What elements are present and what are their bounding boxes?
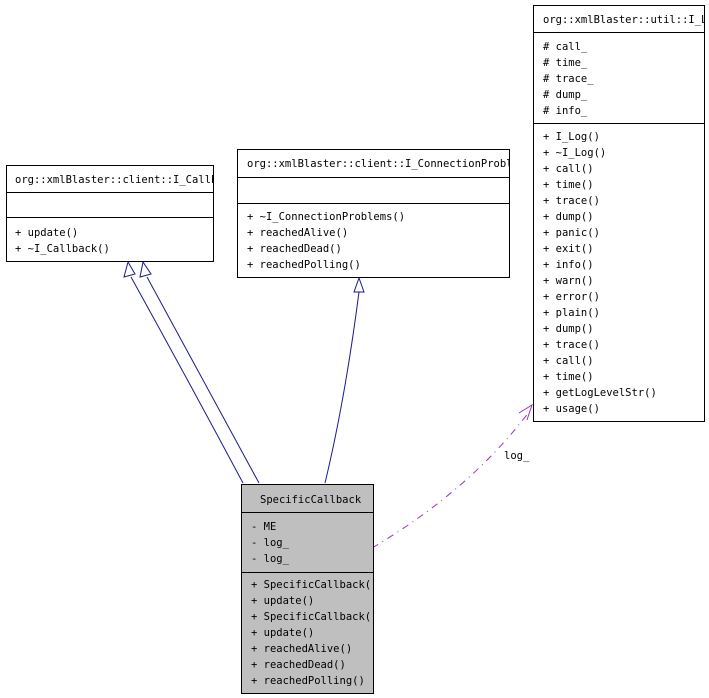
method: + trace() xyxy=(543,339,600,351)
method: + reachedPolling() xyxy=(247,259,361,271)
class-i-connection-problems[interactable]: org::xmlBlaster::client::I_ConnectionPro… xyxy=(237,149,531,278)
method: + ~I_ConnectionProblems() xyxy=(247,211,405,223)
method: + panic() xyxy=(543,227,600,239)
class-name: org::xmlBlaster::client::I_Callback xyxy=(15,174,237,186)
method: + error() xyxy=(543,291,600,303)
attribute: # info_ xyxy=(543,105,588,117)
method: + info() xyxy=(543,259,594,271)
method: + dump() xyxy=(543,323,594,335)
class-name: org::xmlBlaster::util::I_Log xyxy=(543,14,709,26)
method: + exit() xyxy=(543,243,594,255)
method: + reachedDead() xyxy=(247,243,342,255)
attribute: - log_ xyxy=(251,537,290,549)
method: + reachedPolling() xyxy=(251,675,365,687)
method: + reachedDead() xyxy=(251,659,346,671)
attribute: - ME xyxy=(251,521,276,533)
attribute: # dump_ xyxy=(543,89,588,101)
usage-edges: log_ xyxy=(371,403,533,549)
method: + update() xyxy=(15,227,78,239)
method: + SpecificCallback() xyxy=(251,611,377,623)
inheritance-arrowhead-connection-problems xyxy=(353,276,365,293)
class-box xyxy=(6,165,214,262)
method: + call() xyxy=(543,355,594,367)
class-name: org::xmlBlaster::client::I_ConnectionPro… xyxy=(247,158,531,170)
class-i-callback[interactable]: org::xmlBlaster::client::I_Callback + up… xyxy=(6,165,237,262)
inheritance-edges xyxy=(123,260,365,484)
method: + reachedAlive() xyxy=(251,643,352,655)
class-i-connection-problems-clip: org::xmlBlaster::client::I_ConnectionPro… xyxy=(237,149,531,278)
method: + dump() xyxy=(543,211,594,223)
class-box-border xyxy=(237,149,510,278)
method: + time() xyxy=(543,371,594,383)
inheritance-edge-callback-2 xyxy=(146,276,260,484)
class-i-callback-clip: org::xmlBlaster::client::I_Callback + up… xyxy=(6,165,237,262)
method: + SpecificCallback() xyxy=(251,579,377,591)
method: + plain() xyxy=(543,307,600,319)
method: + usage() xyxy=(543,403,600,415)
attribute: # call_ xyxy=(543,41,588,53)
class-i-log-clip: org::xmlBlaster::util::I_Log # call_ # t… xyxy=(533,5,709,422)
inheritance-arrowhead-callback-2 xyxy=(139,260,152,278)
class-name: SpecificCallback xyxy=(260,494,362,506)
class-box xyxy=(241,484,374,694)
class-specific-callback-clip: SpecificCallback - ME - log_ - log_ + Sp… xyxy=(241,484,377,694)
method: + ~I_Callback() xyxy=(15,243,110,255)
method: + getLogLevelStr() xyxy=(543,387,657,399)
inheritance-edge-connection-problems xyxy=(324,291,360,484)
usage-edge-label: log_ xyxy=(504,450,530,462)
method: + I_Log() xyxy=(543,131,600,143)
class-i-log[interactable]: org::xmlBlaster::util::I_Log # call_ # t… xyxy=(533,5,709,422)
method: + update() xyxy=(251,595,314,607)
method: + ~I_Log() xyxy=(543,147,606,159)
inheritance-edge-callback-1 xyxy=(130,276,244,484)
attribute: # trace_ xyxy=(543,73,594,85)
inheritance-arrowhead-callback-1 xyxy=(123,260,136,278)
usage-arrowhead-log xyxy=(518,403,533,421)
method: + reachedAlive() xyxy=(247,227,348,239)
class-box-border xyxy=(6,165,214,262)
method: + update() xyxy=(251,627,314,639)
usage-edge-log xyxy=(371,411,530,549)
method: + warn() xyxy=(543,275,594,287)
class-specific-callback[interactable]: SpecificCallback - ME - log_ - log_ + Sp… xyxy=(241,484,377,694)
method: + trace() xyxy=(543,195,600,207)
class-box-border xyxy=(241,484,374,694)
class-box-border xyxy=(533,5,705,422)
class-box xyxy=(533,5,705,422)
method: + call() xyxy=(543,163,594,175)
attribute: - log_ xyxy=(251,553,290,565)
attribute: # time_ xyxy=(543,57,588,69)
method: + time() xyxy=(543,179,594,191)
